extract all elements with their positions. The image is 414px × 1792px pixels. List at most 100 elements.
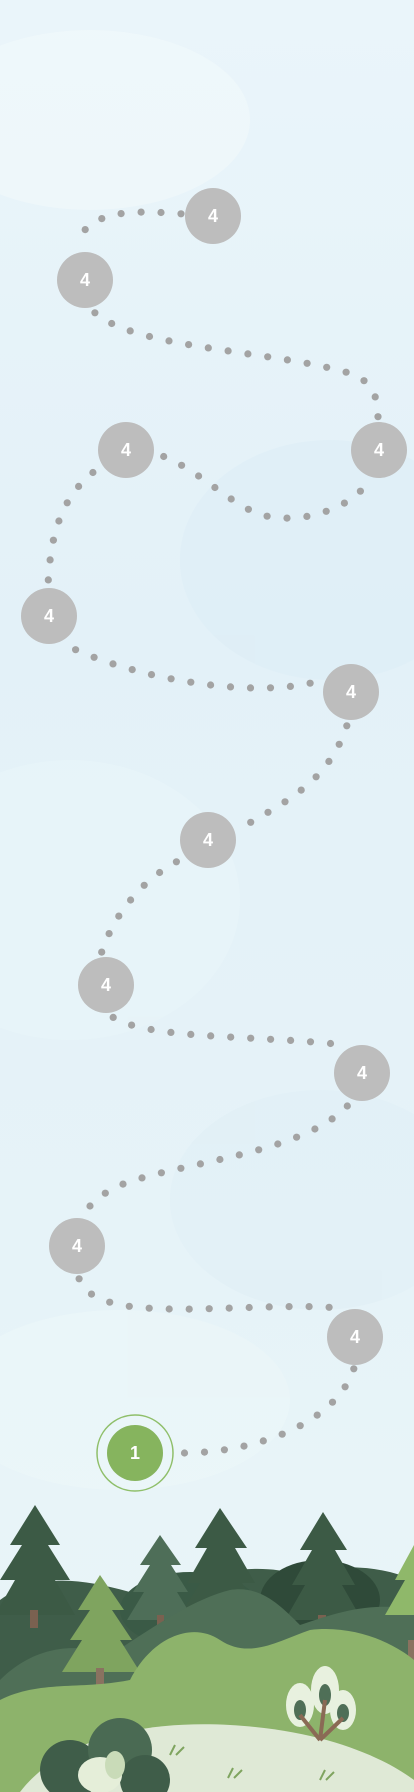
path-dot	[227, 495, 235, 503]
path-dot	[128, 666, 136, 674]
path-dot	[225, 1304, 233, 1312]
level-node-locked[interactable]: 4	[21, 588, 77, 644]
path-dot	[200, 1448, 209, 1456]
path-dot	[46, 556, 54, 564]
path-dot	[156, 868, 164, 877]
level-node-locked[interactable]: 4	[327, 1309, 383, 1365]
level-node-circle	[49, 1218, 105, 1274]
path-dot	[127, 896, 135, 904]
path-dot	[167, 1028, 175, 1036]
path-dot	[323, 363, 331, 371]
path-dot	[356, 487, 364, 495]
path-dot	[246, 684, 255, 692]
path-dot	[216, 1155, 224, 1164]
path-dot	[285, 1303, 293, 1311]
path-dot	[105, 930, 113, 938]
path-dot	[49, 536, 58, 544]
path-dot	[281, 798, 289, 806]
path-dot	[167, 675, 175, 683]
level-node-locked[interactable]: 4	[351, 422, 407, 478]
level-node-label: 4	[346, 682, 356, 702]
level-node-label: 1	[130, 1443, 140, 1463]
path-dot	[220, 1446, 228, 1454]
level-node-circle	[351, 422, 407, 478]
path-dot	[106, 1298, 114, 1306]
path-dot	[247, 818, 255, 826]
level-node-label: 4	[203, 830, 213, 850]
level-node-current[interactable]: 1	[96, 1414, 174, 1492]
level-node-circle	[334, 1045, 390, 1101]
level-node-locked[interactable]: 4	[180, 812, 236, 868]
path-dot	[287, 1036, 295, 1044]
path-dot	[313, 1411, 321, 1419]
path-dot	[211, 483, 219, 492]
path-dot	[108, 319, 116, 328]
path-dot	[306, 1038, 315, 1046]
path-dot	[44, 576, 52, 584]
path-dot	[264, 353, 272, 361]
path-dot	[165, 337, 173, 345]
path-dot	[195, 472, 203, 480]
forest-scenery	[0, 1505, 414, 1792]
path-dot	[305, 1303, 313, 1311]
path-dot	[328, 1398, 337, 1406]
path-dot	[109, 660, 117, 668]
path-dot	[185, 341, 193, 349]
path-dot	[89, 468, 97, 477]
path-dot	[172, 858, 180, 866]
path-dot	[325, 1303, 333, 1311]
bush-decoration	[40, 1718, 170, 1792]
path-dot	[244, 505, 252, 513]
path-dot	[137, 208, 145, 216]
path-dot	[335, 740, 343, 748]
path-dot	[125, 1302, 133, 1310]
path-dot	[303, 512, 311, 521]
level-node-circle	[323, 664, 379, 720]
level-node-locked[interactable]: 4	[334, 1045, 390, 1101]
path-dot	[185, 1305, 193, 1313]
level-node-circle	[57, 252, 113, 308]
path-dot	[157, 1169, 165, 1177]
path-dot	[91, 309, 99, 317]
path-dot	[87, 1290, 96, 1298]
level-node-label: 4	[374, 440, 384, 460]
path-dot	[266, 684, 275, 692]
level-node-locked[interactable]: 4	[98, 422, 154, 478]
level-node-locked[interactable]: 4	[323, 664, 379, 720]
level-node-circle	[327, 1309, 383, 1365]
path-dot	[245, 1303, 253, 1312]
level-node-label: 4	[357, 1063, 367, 1083]
path-dot	[311, 1125, 319, 1133]
path-dot	[259, 1437, 267, 1445]
path-dot	[109, 1013, 117, 1022]
path-dot	[119, 1180, 127, 1188]
path-dot	[264, 808, 272, 816]
path-dot	[283, 356, 291, 364]
level-nodes: 4 4 4 4 4 4 4	[21, 188, 407, 1492]
path-dot	[177, 1164, 185, 1172]
path-dot	[306, 679, 314, 687]
level-node-locked[interactable]: 4	[57, 252, 113, 308]
path-dot	[342, 368, 350, 376]
grass-decoration	[169, 1744, 335, 1781]
path-dot	[293, 1133, 301, 1141]
path-dot	[374, 413, 382, 421]
path-dot	[303, 359, 311, 367]
path-dot	[196, 1160, 204, 1168]
path-dot	[278, 1430, 286, 1438]
level-node-locked[interactable]: 4	[185, 188, 241, 244]
path-dot	[98, 215, 106, 223]
path-dot	[115, 912, 123, 920]
path-dot	[187, 1030, 195, 1038]
path-dot	[207, 681, 215, 689]
path-dot	[86, 1202, 94, 1210]
path-dot	[226, 683, 235, 691]
sky-texture	[0, 30, 414, 1490]
level-node-circle	[98, 422, 154, 478]
level-node-locked[interactable]: 4	[49, 1218, 105, 1274]
level-node-locked[interactable]: 4	[78, 957, 134, 1013]
path-dot	[350, 1365, 358, 1373]
path-dot	[72, 646, 80, 654]
path-dot	[343, 722, 351, 730]
